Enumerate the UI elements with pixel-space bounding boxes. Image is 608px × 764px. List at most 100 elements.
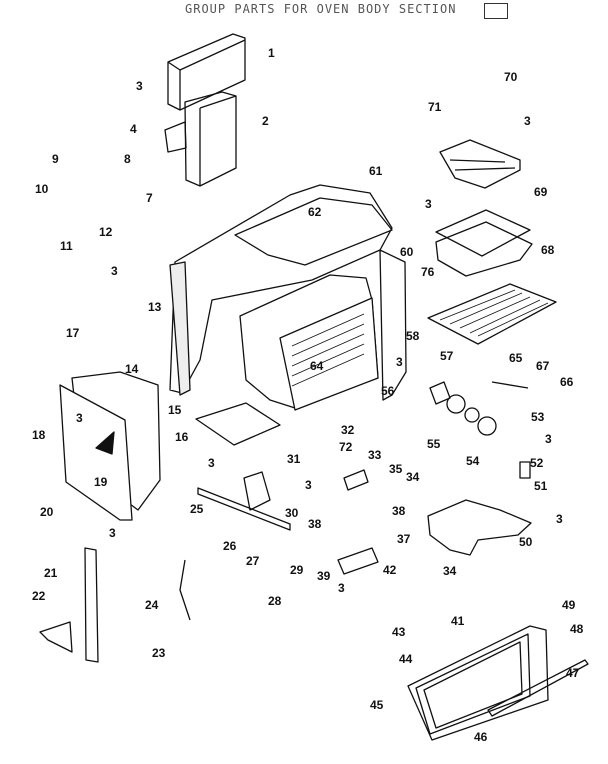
callout-58: 58 (406, 329, 420, 343)
callout-3: 3 (338, 581, 345, 595)
callout-46: 46 (474, 730, 488, 744)
callout-3: 3 (109, 526, 116, 540)
callout-14: 14 (125, 362, 139, 376)
callout-15: 15 (168, 403, 182, 417)
callout-9: 9 (52, 152, 59, 166)
callout-23: 23 (152, 646, 166, 660)
callout-47: 47 (566, 666, 580, 680)
callout-44: 44 (399, 652, 413, 666)
part-switch-box (337, 547, 379, 575)
callout-13: 13 (148, 300, 162, 314)
callout-55: 55 (427, 437, 441, 451)
callout-3: 3 (136, 79, 143, 93)
callout-34: 34 (443, 564, 457, 578)
callout-31: 31 (287, 452, 301, 466)
part-liner-front (279, 297, 379, 411)
callout-3: 3 (556, 512, 563, 526)
callout-1: 1 (268, 46, 275, 60)
part-burner-bar (197, 487, 291, 531)
callout-52: 52 (530, 456, 544, 470)
callout-56: 56 (381, 384, 395, 398)
callout-53: 53 (531, 410, 545, 424)
callout-32: 32 (341, 423, 355, 437)
part-door-frame (407, 625, 549, 741)
callout-39: 39 (317, 569, 331, 583)
part-mount-72 (343, 469, 369, 491)
part-broiler-pan (435, 221, 533, 277)
part-burner (243, 471, 271, 511)
callout-76: 76 (421, 265, 435, 279)
callout-62: 62 (308, 205, 322, 219)
part-probe-66 (491, 381, 529, 389)
callout-70: 70 (504, 70, 518, 84)
part-drawings (39, 33, 589, 741)
callout-27: 27 (246, 554, 260, 568)
callout-37: 37 (397, 532, 411, 546)
callout-65: 65 (509, 351, 523, 365)
part-oven-top (234, 197, 393, 266)
callout-66: 66 (560, 375, 574, 389)
callout-3: 3 (545, 432, 552, 446)
part-oven-right-wall (379, 249, 407, 401)
callout-54: 54 (466, 454, 480, 468)
callout-45: 45 (370, 698, 384, 712)
part-bracket-22 (39, 621, 73, 653)
callout-3: 3 (76, 411, 83, 425)
callout-3: 3 (111, 264, 118, 278)
callout-38: 38 (308, 517, 322, 531)
part-door-glass-inner (423, 641, 523, 729)
callout-17: 17 (66, 326, 80, 340)
part-ring-53 (477, 416, 497, 436)
callout-48: 48 (570, 622, 584, 636)
diagram-title: GROUP PARTS FOR OVEN BODY SECTION (185, 2, 457, 16)
part-bottom-panel (195, 402, 281, 446)
callout-25: 25 (190, 502, 204, 516)
callout-3: 3 (524, 114, 531, 128)
part-side-panel-18 (59, 384, 133, 521)
callout-18: 18 (32, 428, 46, 442)
callout-69: 69 (534, 185, 548, 199)
part-label-19 (95, 431, 115, 455)
callout-49: 49 (562, 598, 576, 612)
callout-21: 21 (44, 566, 58, 580)
part-vent-duct (184, 91, 237, 187)
callout-3: 3 (305, 478, 312, 492)
callout-67: 67 (536, 359, 550, 373)
callout-68: 68 (541, 243, 555, 257)
callout-33: 33 (368, 448, 382, 462)
callout-41: 41 (451, 614, 465, 628)
part-sensor-52 (519, 461, 531, 479)
callout-42: 42 (383, 563, 397, 577)
callout-60: 60 (400, 245, 414, 259)
callout-4: 4 (130, 122, 137, 136)
title-box (484, 3, 508, 19)
callout-3: 3 (396, 355, 403, 369)
part-trim-strip (84, 547, 99, 663)
callout-22: 22 (32, 589, 46, 603)
callout-19: 19 (94, 475, 108, 489)
part-gas-tube (179, 559, 191, 621)
part-oven-rack (427, 283, 557, 345)
callout-71: 71 (428, 100, 442, 114)
callout-10: 10 (35, 182, 49, 196)
part-broil-element (439, 139, 521, 189)
callout-57: 57 (440, 349, 454, 363)
part-vent-cover (167, 33, 246, 111)
callout-26: 26 (223, 539, 237, 553)
part-oven-left-flange (169, 261, 191, 396)
part-bracket-4 (164, 121, 187, 153)
part-wire-harness (427, 499, 532, 556)
part-broiler-grid (435, 209, 531, 257)
callout-43: 43 (392, 625, 406, 639)
callout-11: 11 (60, 239, 73, 253)
callout-12: 12 (99, 225, 113, 239)
callout-20: 20 (40, 505, 54, 519)
callout-24: 24 (145, 598, 159, 612)
callout-35: 35 (389, 462, 403, 476)
callout-38: 38 (392, 504, 406, 518)
callout-30: 30 (285, 506, 299, 520)
callout-72: 72 (339, 440, 353, 454)
callout-28: 28 (268, 594, 282, 608)
